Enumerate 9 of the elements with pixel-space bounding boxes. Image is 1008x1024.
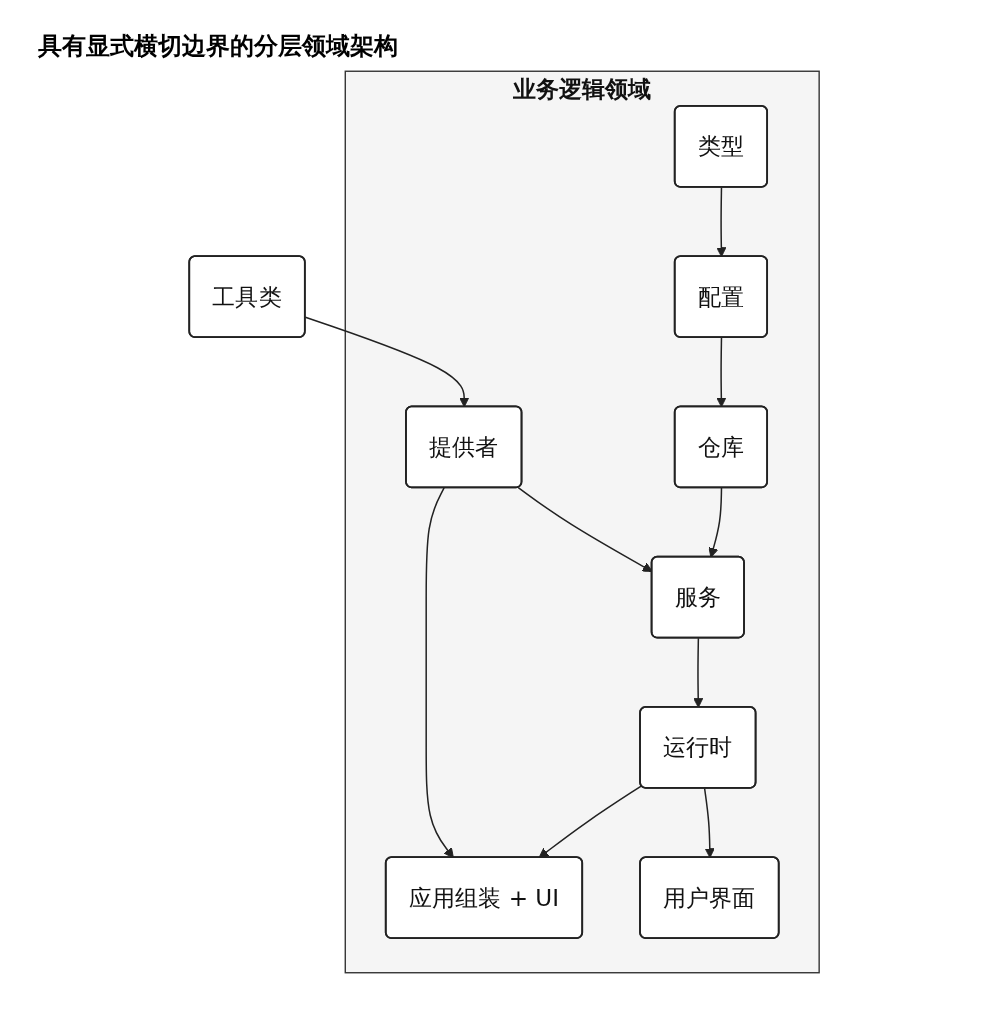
- arrow: [538, 785, 643, 859]
- arrow: [716, 186, 727, 258]
- diagram-title: 具有显式横切边界的分层领域架构: [38, 31, 399, 62]
- arrow: [703, 787, 715, 859]
- arrow: [304, 316, 470, 408]
- arrow: [708, 487, 723, 558]
- arrow: [425, 487, 454, 859]
- arrow: [692, 637, 704, 708]
- arrow: [716, 336, 727, 408]
